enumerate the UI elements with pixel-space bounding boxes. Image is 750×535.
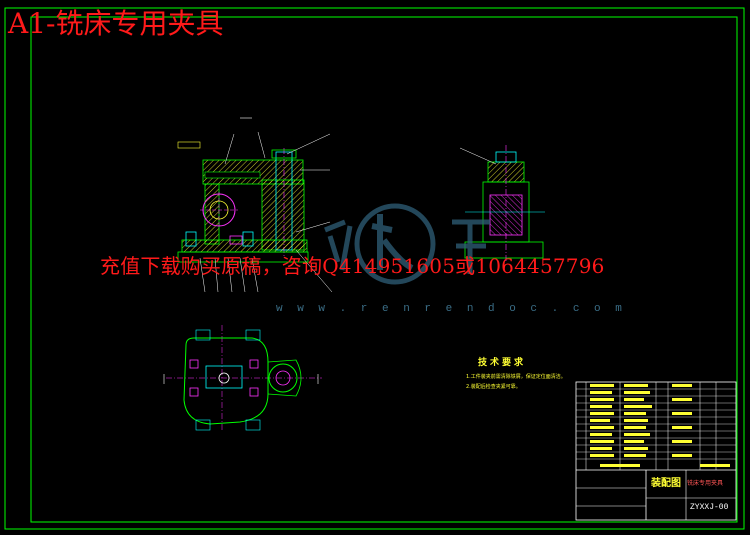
sheet-title: A1-铣床专用夹具 bbox=[8, 7, 224, 40]
title-block-drawing-code: ZYXXJ-00 bbox=[690, 503, 729, 512]
side-view bbox=[459, 145, 545, 262]
tech-requirements-heading: 技术要求 bbox=[478, 358, 527, 368]
sheet-border bbox=[4, 7, 745, 530]
title-block bbox=[575, 381, 737, 521]
title-block-part-name: 铣床专用夹具 bbox=[687, 480, 724, 487]
promo-banner[interactable]: 充值下载购买原稿，咨询Q414951605或1064457796 bbox=[100, 254, 605, 278]
title-block-drawing-name: 装配图 bbox=[651, 478, 681, 489]
watermark-logo bbox=[324, 203, 490, 285]
tech-note-1: 1.工件装夹前需清除铁屑，保证定位面清洁。 bbox=[466, 374, 566, 380]
watermark-url: w w w . r e n r e n d o c . c o m bbox=[276, 303, 626, 315]
tech-note-2: 2.装配后检查夹紧可靠。 bbox=[466, 384, 521, 390]
front-section-view bbox=[177, 117, 333, 293]
top-plan-view bbox=[163, 325, 322, 431]
